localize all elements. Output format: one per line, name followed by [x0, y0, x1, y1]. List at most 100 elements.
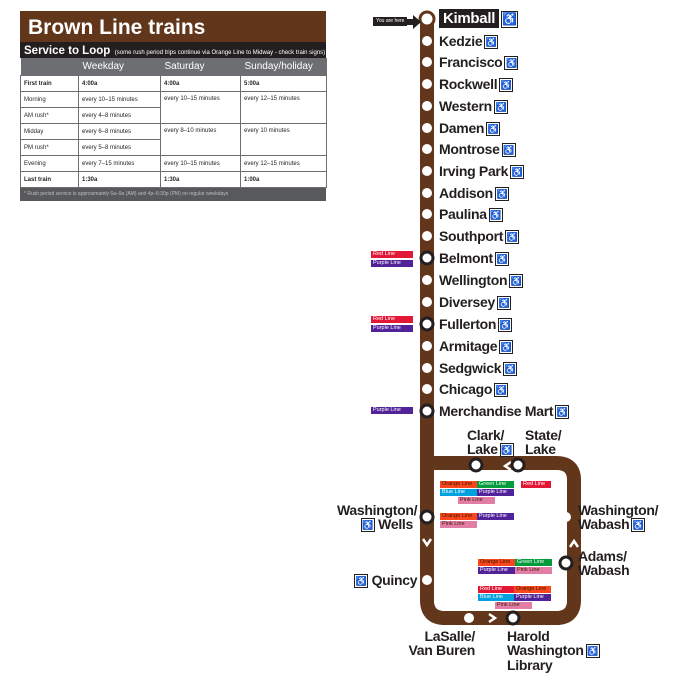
station-name: Armitage: [439, 338, 498, 354]
station-armitage[interactable]: Armitage♿: [439, 338, 514, 355]
transfer-purple-line: Purple Line: [477, 489, 514, 496]
station-name-line1: Harold: [507, 628, 550, 644]
station-francisco[interactable]: Francisco♿: [439, 54, 519, 71]
station-irving-park[interactable]: Irving Park♿: [439, 163, 525, 180]
table-row: PM rush* every 5–8 minutes: [20, 139, 327, 156]
wheelchair-icon: ♿: [504, 56, 519, 71]
station-kedzie[interactable]: Kedzie♿: [439, 34, 499, 50]
transfer-pink-line: Pink Line: [458, 497, 495, 504]
station-chicago[interactable]: Chicago♿: [439, 382, 509, 398]
subtitle-main: Service to Loop: [24, 45, 111, 57]
table-row: Last train 1:30a 1:30a 1:00a: [20, 171, 327, 188]
schedule-title: Brown Line trains: [20, 11, 326, 42]
station-paulina[interactable]: Paulina♿: [439, 206, 503, 223]
transfer-pink-line: Pink Line: [515, 567, 552, 574]
wheelchair-icon: ♿: [499, 340, 514, 355]
wheelchair-icon: ♿: [499, 78, 514, 93]
table-row: Evening every 7–15 minutes every 10–15 m…: [20, 155, 327, 172]
station-name-line1: Washington/: [578, 502, 659, 518]
wheelchair-icon: ♿: [494, 252, 509, 267]
table-row: AM rush* every 4–8 minutes: [20, 107, 327, 124]
station-diversey[interactable]: Diversey♿: [439, 294, 511, 311]
station-name: Kimball: [439, 9, 500, 29]
table-header: Weekday Saturday Sunday/holiday: [20, 58, 327, 76]
wheelchair-icon: ♿: [501, 11, 519, 28]
transfer-purple-line: Purple Line: [514, 594, 551, 601]
station-washington-wells[interactable]: Washington/♿ Wells: [337, 503, 417, 533]
table-row: First train 4:00a 4:00a 5:00a: [20, 75, 327, 92]
transfer-red-line: Red Line: [371, 316, 413, 323]
wheelchair-icon: ♿: [499, 443, 514, 458]
station-rockwell[interactable]: Rockwell♿: [439, 77, 514, 93]
station-damen[interactable]: Damen♿: [439, 121, 501, 137]
transfer-red-line: Red Line: [371, 251, 413, 258]
station-name: Western: [439, 98, 492, 114]
station-washington-wabash[interactable]: Washington/Wabash♿: [578, 502, 659, 533]
wheelchair-icon: ♿: [631, 518, 646, 533]
station-belmont[interactable]: Belmont♿: [439, 250, 509, 267]
station-name: Diversey: [439, 294, 495, 310]
transfer-pink-line: Pink Line: [440, 521, 477, 528]
station-name: Wellington: [439, 272, 508, 288]
cell: every 10–15 minutes: [160, 91, 241, 124]
arrow-right-icon: [407, 14, 422, 29]
transfer-green-line: Green Line: [515, 559, 552, 566]
station-name: Paulina: [439, 206, 487, 222]
transfer-orange-line: Orange Line: [440, 481, 477, 488]
station-name: Belmont: [439, 250, 493, 266]
wheelchair-icon: ♿: [509, 274, 524, 289]
station-name-line2: Wabash: [578, 562, 630, 578]
station-sedgwick[interactable]: Sedgwick♿: [439, 360, 518, 377]
station-western[interactable]: Western♿: [439, 98, 508, 115]
station-montrose[interactable]: Montrose♿: [439, 141, 516, 158]
wheelchair-icon: ♿: [494, 383, 509, 398]
station-southport[interactable]: Southport♿: [439, 228, 520, 245]
station-name-line1: Adams/: [578, 548, 627, 564]
station-name-line2: Wells: [378, 516, 413, 532]
transfer-purple-line: Purple Line: [371, 260, 413, 267]
station-name: Southport: [439, 228, 504, 244]
station-addison[interactable]: Addison♿: [439, 185, 509, 202]
station-adams-wabash[interactable]: Adams/Wabash: [578, 548, 630, 578]
col-header-blank: [20, 58, 79, 76]
transfer-purple-line: Purple Line: [371, 407, 413, 414]
station-name: Montrose: [439, 141, 500, 157]
col-header-saturday: Saturday: [160, 58, 241, 76]
station-quincy[interactable]: ♿ Quincy: [352, 573, 418, 589]
station-name: Merchandise Mart: [439, 403, 554, 419]
station-name: Addison: [439, 185, 493, 201]
schedule-table: Weekday Saturday Sunday/holiday First tr…: [20, 58, 327, 188]
transfer-red-line: Red Line: [478, 586, 515, 593]
schedule-footnote: * Rush period service is approximately 6…: [20, 188, 326, 201]
station-name: Sedgwick: [439, 360, 502, 376]
wheelchair-icon: ♿: [354, 574, 368, 589]
station-name: Irving Park: [439, 163, 509, 179]
transfer-blue-line: Blue Line: [440, 489, 477, 496]
station-wellington[interactable]: Wellington♿: [439, 272, 524, 289]
station-kimball[interactable]: Kimball♿: [439, 9, 519, 29]
station-name-line2: Lake: [525, 441, 556, 457]
station-name-line1: State/: [525, 427, 562, 443]
station-name: Fullerton: [439, 316, 497, 332]
station-clark-lake[interactable]: Clark/Lake♿: [467, 428, 514, 458]
table-row: Morning every 10–15 minutes every 10–15 …: [20, 91, 327, 124]
station-lasalle-van-buren[interactable]: LaSalle/Van Buren: [405, 629, 475, 657]
station-name: Francisco: [439, 54, 503, 70]
transfer-orange-line: Orange Line: [514, 586, 551, 593]
transfer-blue-line: Blue Line: [478, 594, 515, 601]
station-fullerton[interactable]: Fullerton♿: [439, 316, 513, 333]
station-state-lake[interactable]: State/Lake: [525, 427, 562, 457]
station-name-line2: Wabash: [578, 516, 630, 532]
wheelchair-icon: ♿: [496, 296, 511, 311]
col-header-weekday: Weekday: [78, 58, 161, 76]
station-merchandise-mart[interactable]: Merchandise Mart♿: [439, 403, 570, 420]
cell: every 12–15 minutes: [240, 155, 327, 172]
station-name-line2: Van Buren: [408, 642, 475, 658]
transfer-purple-line: Purple Line: [371, 325, 413, 332]
table-row: Midday every 6–8 minutes every 8–10 minu…: [20, 123, 327, 156]
station-name-line2: Washington: [507, 642, 584, 658]
wheelchair-icon: ♿: [498, 318, 513, 333]
station-name-line1: LaSalle/: [424, 628, 475, 644]
cell: every 12–15 minutes: [240, 91, 327, 124]
